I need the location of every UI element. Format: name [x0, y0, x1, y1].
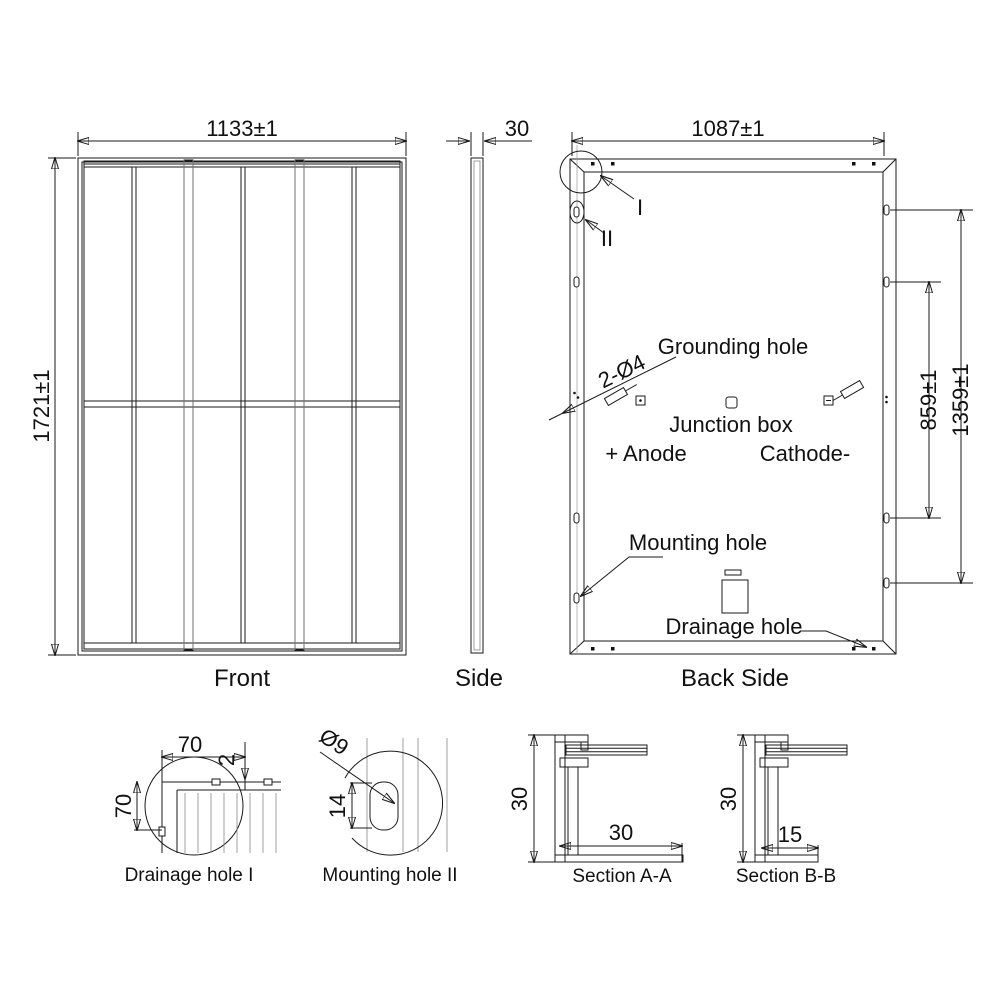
front-frame-inner: [81, 161, 403, 652]
section-aa-height-dim: 30: [507, 787, 532, 811]
drainage-slot: [158, 826, 166, 837]
mounting-detail-arc: [344, 750, 444, 856]
drainage-height-dim: 70: [111, 794, 136, 818]
glass-icon: [565, 744, 648, 756]
front-view-label: Front: [214, 665, 270, 692]
side-view: 30 Side: [446, 116, 532, 692]
grounding-hole-label: Grounding hole: [658, 334, 808, 359]
glass-icon: [765, 744, 848, 756]
side-profile: [470, 157, 484, 654]
section-bb: 30 15 Section B-B: [716, 735, 848, 887]
mounting-slot: [883, 577, 890, 589]
mounting-detail-label: Mounting hole II: [322, 865, 457, 886]
back-mount-inner-dim: 859±1: [916, 369, 941, 430]
mounting-slot: [573, 206, 580, 218]
mounting-slot: [883, 204, 890, 216]
mounting-slot: [573, 592, 580, 604]
grounding-spec: 2-Ø4: [594, 349, 649, 393]
anode-label: + Anode: [605, 441, 686, 466]
mounting-slot: [883, 512, 890, 524]
mounting-hole-leader: [581, 556, 663, 596]
mounting-hole-label: Mounting hole: [629, 530, 767, 555]
junction-box-label: Junction box: [669, 412, 793, 437]
drainage-detail-label: Drainage hole I: [125, 865, 254, 886]
drainage-slot: [263, 778, 273, 786]
cathode-label: Cathode-: [760, 441, 851, 466]
busbar-middle: [83, 400, 401, 408]
drainage-width-dim: 70: [178, 732, 202, 757]
detail-drainage: 70 70 2 Drainage hole I: [111, 732, 281, 886]
busbar-bottom: [83, 642, 401, 650]
mounting-slot: [573, 276, 580, 288]
detail-label-ii: II: [601, 226, 613, 251]
detail-circle-i: [559, 150, 603, 194]
side-view-label: Side: [455, 665, 503, 692]
front-height-dim: 1721±1: [29, 369, 54, 442]
drainage-hole-leader: [800, 630, 866, 647]
section-aa-label: Section A-A: [572, 866, 672, 887]
back-mount-outer-dim: 1359±1: [948, 363, 973, 436]
back-view-label: Back Side: [681, 665, 789, 692]
drainage-glass-dim: 2: [214, 754, 239, 766]
detail-ellipse-ii: [569, 200, 585, 224]
junction-box-icon: [725, 396, 738, 409]
mounting-slot: [883, 276, 890, 288]
mounting-length-dim: 14: [325, 794, 350, 818]
detail-label-i: I: [637, 195, 643, 220]
section-bb-height-dim: 30: [716, 787, 741, 811]
section-aa-flange-dim: 30: [609, 820, 633, 845]
back-view: I II 1087±1 859±1 1359±1 Grounding hole …: [548, 116, 973, 692]
anode-connector-icon: [603, 384, 646, 407]
front-view: 1133±1 1721±1 Front: [29, 116, 406, 692]
nameplate-icon: [721, 569, 749, 614]
section-aa: 30 30 Section A-A: [507, 735, 684, 887]
mounting-dia-dim: Ø9: [315, 723, 353, 760]
front-width-dim: 1133±1: [206, 116, 278, 141]
side-thickness-dim: 30: [505, 116, 529, 141]
front-frame-outer: [77, 157, 407, 656]
back-width-dim: 1087±1: [691, 116, 764, 141]
cathode-connector-icon: [823, 379, 865, 406]
mounting-slot: [573, 512, 580, 524]
section-bb-label: Section B-B: [736, 866, 836, 887]
section-bb-flange-dim: 15: [778, 822, 802, 847]
drainage-detail-circle: [144, 756, 244, 856]
drainage-hole-label: Drainage hole: [666, 614, 803, 639]
mounting-dia-leader: [319, 751, 394, 803]
drainage-slot: [211, 778, 221, 786]
detail-mounting: Ø9 14 Mounting hole II: [315, 723, 458, 886]
grounding-leader: [563, 356, 677, 413]
back-frame-inner: [583, 171, 884, 642]
